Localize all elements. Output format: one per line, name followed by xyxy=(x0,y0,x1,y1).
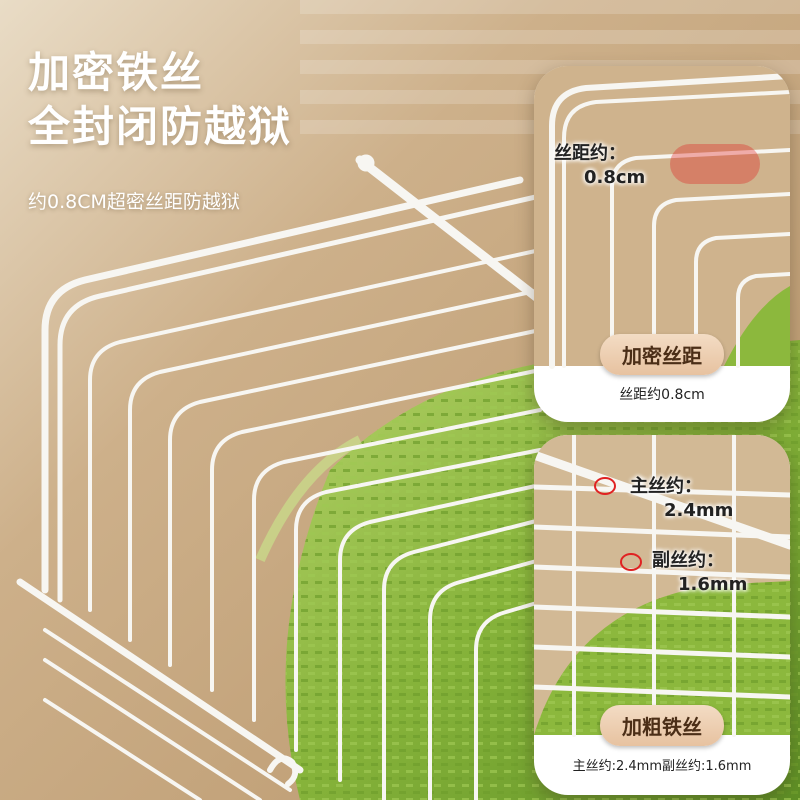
dense-spacing-badge: 加密丝距 xyxy=(600,334,724,375)
sub-wire-value: 1.6mm xyxy=(678,574,748,595)
spacing-callout-value: 0.8cm xyxy=(584,167,646,188)
cage-wire-grid xyxy=(16,154,545,800)
headline-line2: 全封闭防越狱 xyxy=(28,102,293,151)
sub-wire-marker xyxy=(620,553,642,571)
main-wire-callout: 主丝约： 2.4mm xyxy=(630,475,733,523)
spacing-caption: 丝距约0.8cm xyxy=(619,387,705,403)
detail-card-wire-spacing: 丝距约： 0.8cm 加密丝距 丝距约0.8cm xyxy=(534,66,790,422)
main-wire-marker xyxy=(594,477,616,495)
headline: 加密铁丝 全封闭防越狱 xyxy=(28,46,292,154)
spacing-highlight xyxy=(670,144,760,184)
wire-thickness-closeup xyxy=(534,435,790,737)
spacing-callout: 丝距约： 0.8cm xyxy=(554,142,645,190)
wire-spacing-closeup xyxy=(534,66,790,369)
sub-wire-label: 副丝约： xyxy=(652,550,724,571)
thick-wire-badge: 加粗铁丝 xyxy=(600,705,724,746)
subline: 约0.8CM超密丝距防越狱 xyxy=(28,191,240,213)
main-wire-value: 2.4mm xyxy=(664,500,734,521)
thickness-caption: 主丝约:2.4mm副丝约:1.6mm xyxy=(572,759,752,774)
main-wire-label: 主丝约： xyxy=(630,476,702,497)
headline-line1: 加密铁丝 xyxy=(28,48,205,97)
spacing-callout-label: 丝距约： xyxy=(554,143,626,164)
sub-wire-callout: 副丝约： 1.6mm xyxy=(652,549,747,597)
detail-card-wire-thickness: 主丝约： 2.4mm 副丝约： 1.6mm 加粗铁丝 主丝约:2.4mm副丝约:… xyxy=(534,435,790,795)
